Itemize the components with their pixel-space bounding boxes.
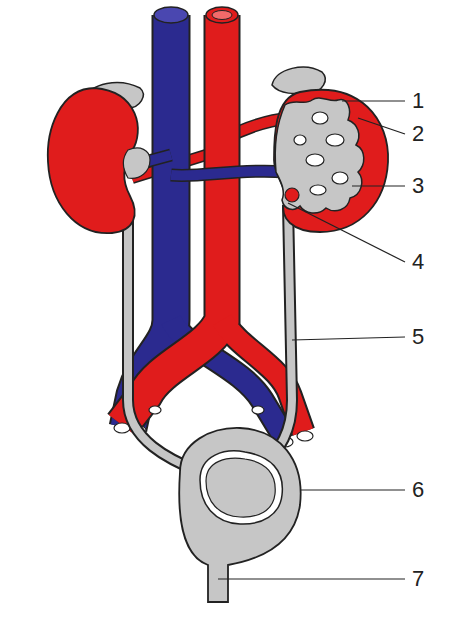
renal-pelvis <box>124 148 151 178</box>
renal-vein <box>171 171 285 176</box>
renal-medulla <box>275 98 363 213</box>
callout-number: 4 <box>412 249 424 275</box>
callout-number: 7 <box>412 566 424 592</box>
kidney <box>274 90 388 232</box>
ureter <box>128 205 292 472</box>
bladder <box>179 428 300 602</box>
callout-number: 2 <box>412 121 424 147</box>
renal-vein <box>171 171 285 176</box>
callout-number: 1 <box>412 88 424 114</box>
callout-number: 3 <box>412 173 424 199</box>
callout-number: 6 <box>412 477 424 503</box>
bladder-wall-section <box>200 451 282 524</box>
bladder-lumen <box>206 458 275 517</box>
callout-number: 5 <box>412 324 424 350</box>
renal-vessel-section <box>285 188 299 202</box>
leader-lines <box>218 101 405 579</box>
aorta <box>122 7 303 432</box>
calyces <box>294 112 348 195</box>
